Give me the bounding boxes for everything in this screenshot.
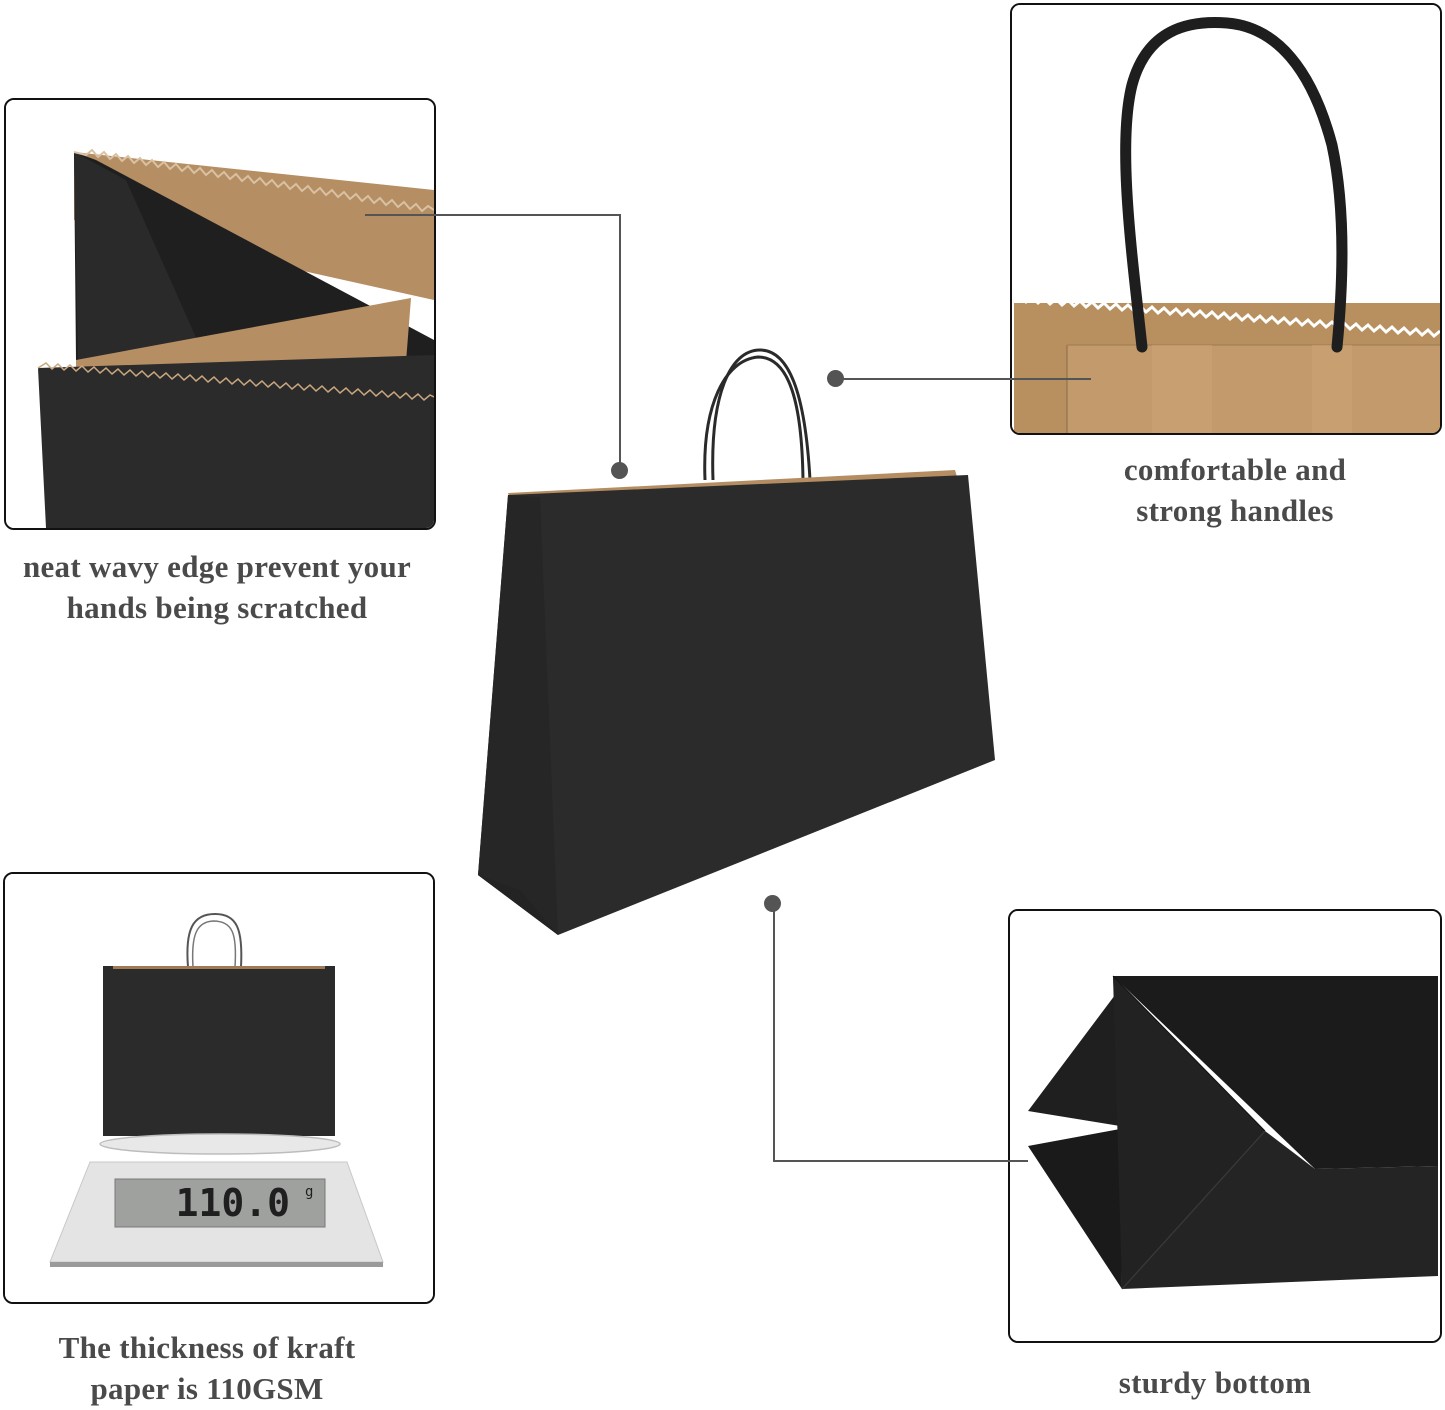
caption-line: sturdy bottom	[1118, 1365, 1312, 1400]
caption-handles: comfortable and strong handles	[1080, 449, 1390, 531]
caption-line: hands being scratched	[66, 590, 368, 625]
handle-closeup-illustration	[1012, 5, 1440, 433]
connector-line-handles	[836, 378, 1091, 380]
wavy-edge-illustration	[6, 100, 434, 528]
scale-reading: 110.0	[176, 1181, 290, 1225]
callout-dot-icon	[611, 462, 628, 479]
caption-thickness: The thickness of kraft paper is 110GSM	[0, 1327, 414, 1409]
connector-line-wavy-edge-vertical	[619, 214, 621, 470]
connector-line-bottom	[773, 1160, 1028, 1162]
caption-line: comfortable and	[1123, 452, 1347, 487]
main-product-bag	[470, 335, 1040, 945]
scale-illustration: 110.0 g	[5, 874, 433, 1302]
caption-bottom: sturdy bottom	[1070, 1362, 1360, 1403]
caption-wavy-edge: neat wavy edge prevent your hands being …	[0, 546, 434, 628]
feature-panel-handles	[1010, 3, 1442, 435]
feature-panel-bottom	[1008, 909, 1442, 1343]
caption-line: strong handles	[1136, 493, 1334, 528]
scale-unit: g	[305, 1184, 313, 1200]
bag-bottom-illustration	[1010, 911, 1440, 1341]
caption-line: The thickness of kraft	[58, 1330, 356, 1365]
callout-dot-icon	[764, 895, 781, 912]
caption-line: neat wavy edge prevent your	[22, 549, 412, 584]
feature-panel-wavy-edge	[4, 98, 436, 530]
callout-dot-icon	[827, 370, 844, 387]
connector-line-wavy-edge	[365, 214, 620, 216]
feature-panel-thickness: 110.0 g	[3, 872, 435, 1304]
shopping-bag-illustration	[478, 348, 995, 935]
connector-line-bottom-vertical	[773, 905, 775, 1161]
caption-line: paper is 110GSM	[90, 1371, 324, 1406]
